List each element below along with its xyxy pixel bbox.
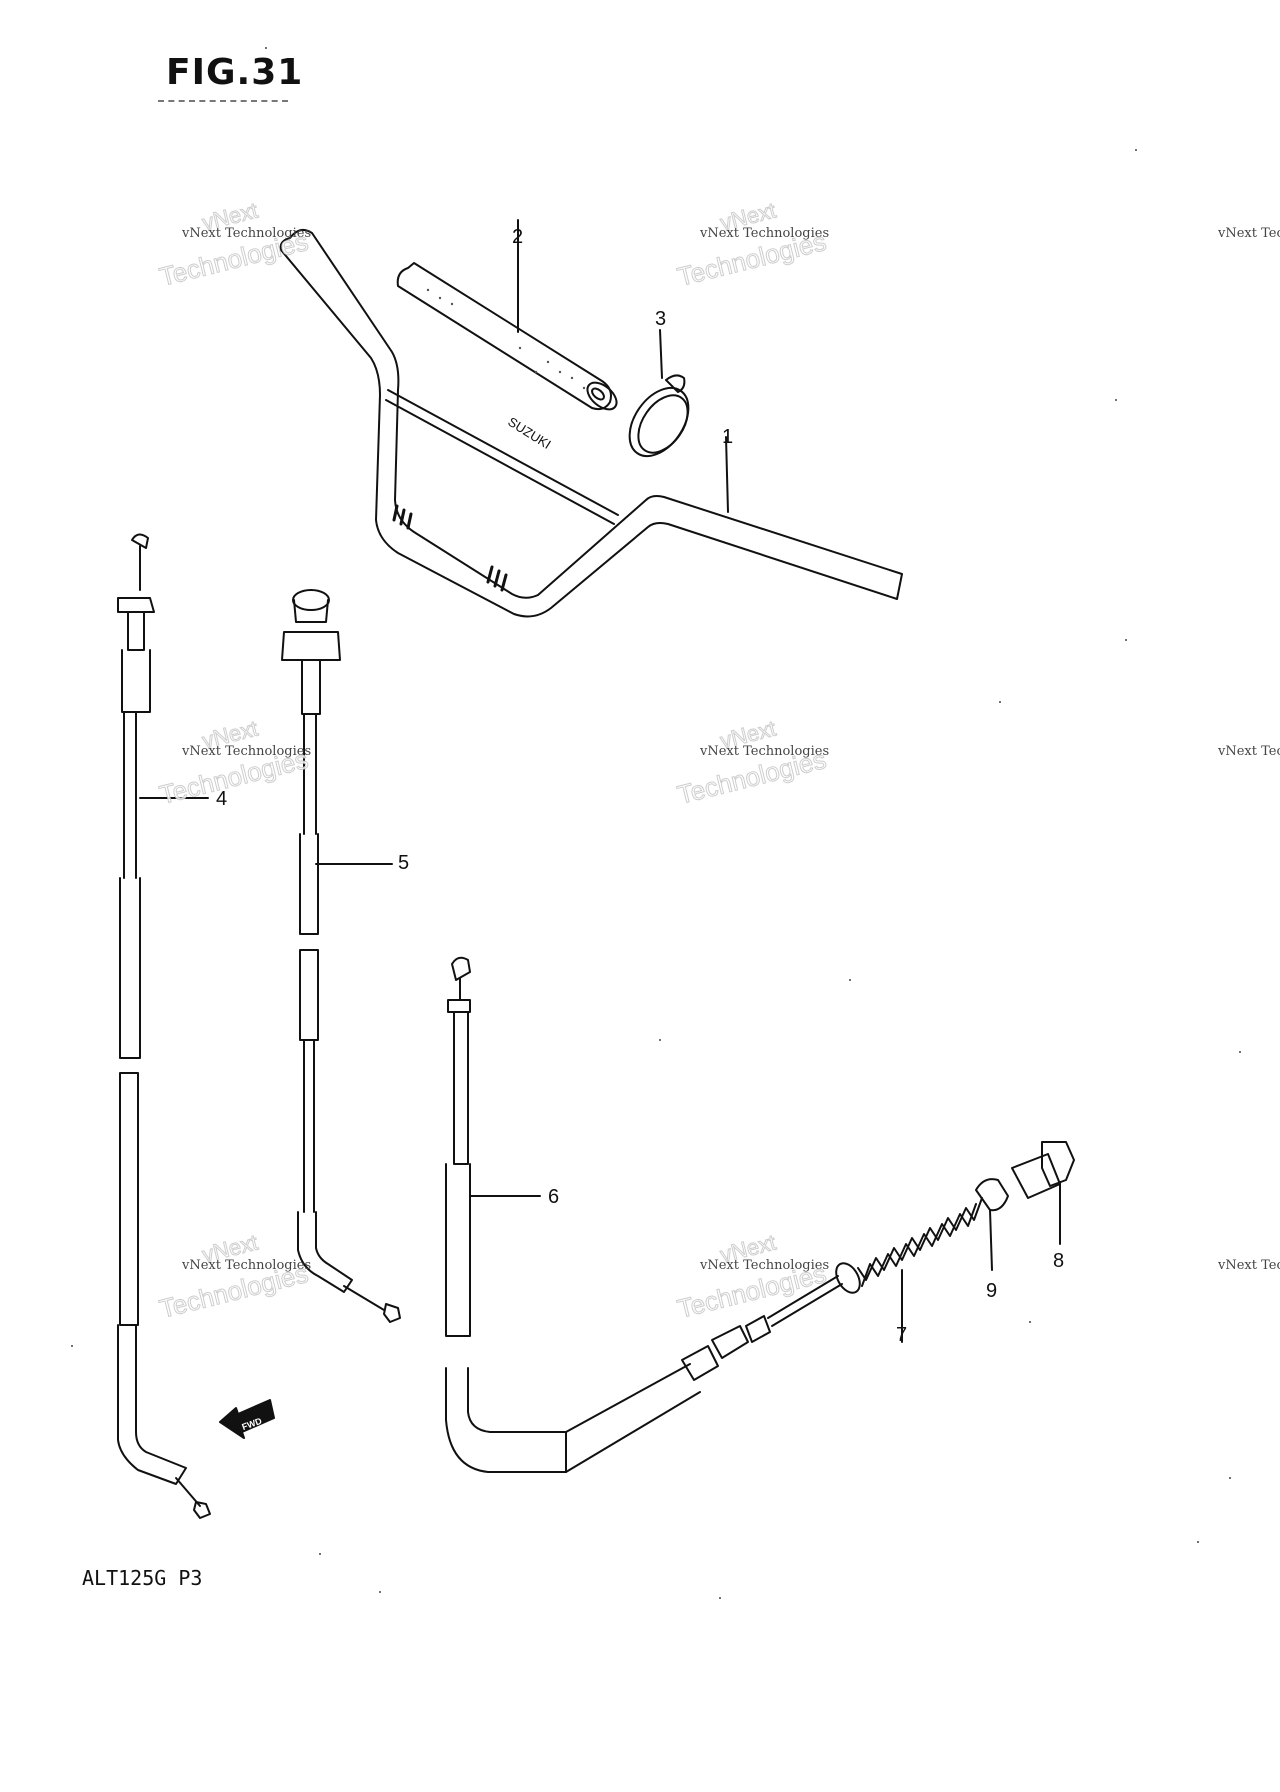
callout-6: 6 [548,1186,560,1208]
figure-title: FIG.31 [166,52,304,93]
bolt-part-8 [1011,1141,1075,1245]
rear-cable-part-7 [565,1197,983,1473]
grip-text: SUZUKI [505,414,553,452]
callout-4: 4 [216,788,228,810]
clamp-part [628,329,690,458]
collar-part-9 [975,1178,1009,1271]
cable-part-4 [117,533,211,1519]
callout-8: 8 [1053,1250,1065,1272]
callout-5: 5 [398,852,410,874]
choke-cable-part-5 [281,589,401,1323]
title-underline [158,100,288,102]
brake-cable-part-6 [445,956,567,1473]
callout-9: 9 [986,1280,998,1302]
model-label: ALT125G P3 [82,1566,203,1590]
callout-7: 7 [896,1324,908,1346]
callout-1: 1 [722,426,734,448]
callout-2: 2 [512,226,524,248]
fwd-arrow-icon [219,1399,275,1439]
handlebar-part [279,228,903,618]
callout-3: 3 [655,308,667,330]
handlebar-pad-part [396,219,618,411]
